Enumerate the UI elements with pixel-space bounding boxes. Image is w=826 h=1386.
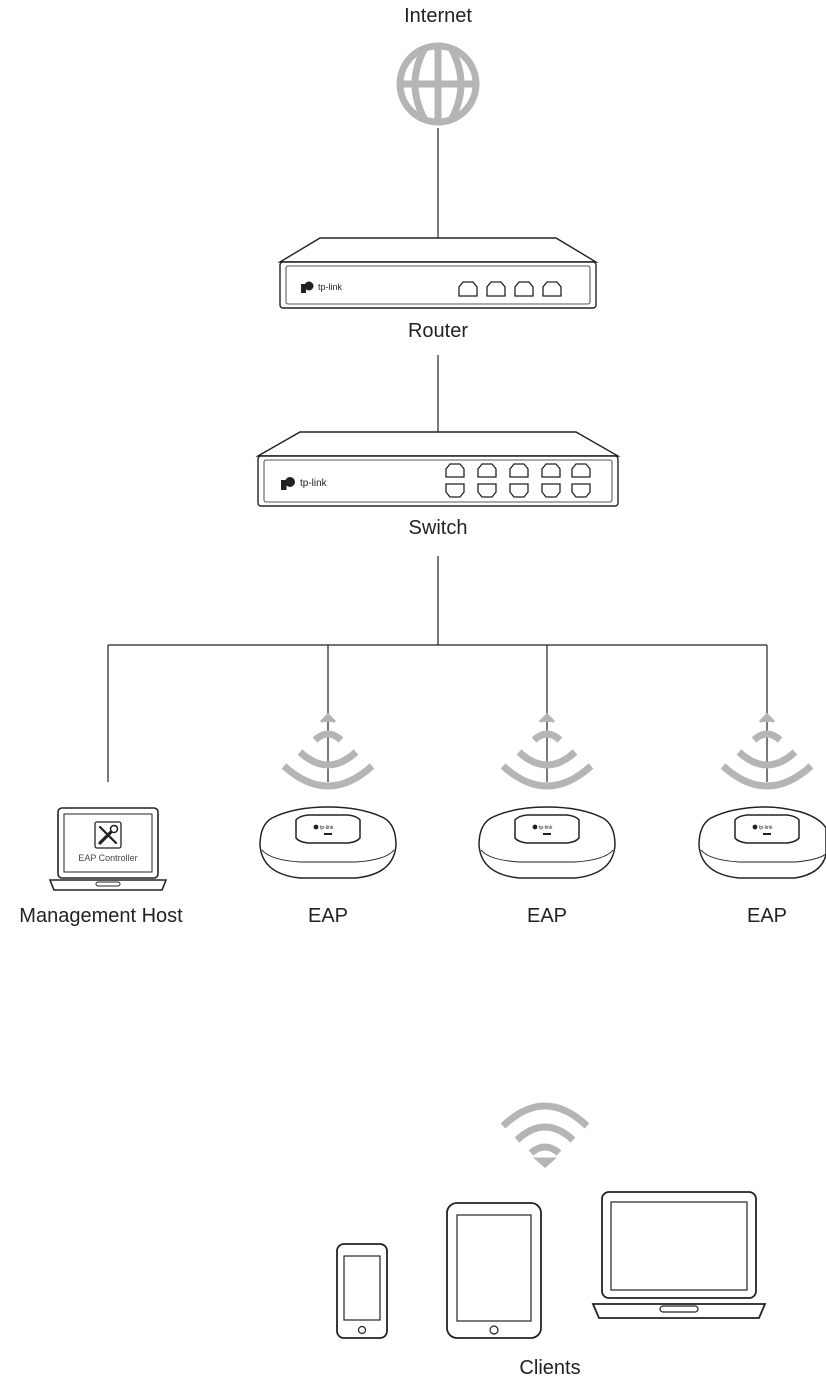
wifi-icon [500,1102,590,1168]
router-ports [458,281,562,297]
eap-device-2 [478,806,616,879]
eap-logo-2: tp-link [532,824,553,831]
internet-label: Internet [404,5,472,27]
eap-brand-text-3: tp-link [759,825,773,831]
eap-logo-1: tp-link [313,824,334,831]
globe-icon [396,42,480,126]
switch-icon [255,431,621,507]
eap-label-1: EAP [307,905,349,927]
eap-label-2: EAP [526,905,568,927]
switch-label: Switch [408,517,468,539]
phone-icon [336,1243,388,1339]
eap-device-3 [698,806,826,879]
eap-brand-text-2: tp-link [539,825,553,831]
signal-waves-icon-2 [500,712,594,790]
tablet-icon [446,1202,542,1339]
router-logo: tp-link [301,281,343,293]
clients-label: Clients [519,1357,581,1379]
switch-ports [445,463,591,498]
router-icon [277,237,599,309]
tools-icon [94,821,122,849]
router-label: Router [407,320,469,342]
signal-waves-icon-1 [281,712,375,790]
eap-label-3: EAP [746,905,788,927]
switch-brand-text: tp-link [300,478,328,489]
eap-logo-3: tp-link [752,824,773,831]
signal-waves-icon-3 [720,712,814,790]
management-host-label: Management Host [19,905,183,927]
laptop-icon [48,807,168,891]
eap-controller-screen-text: EAP Controller [78,853,137,863]
client-laptop-icon [591,1191,767,1319]
router-brand-text: tp-link [318,282,343,292]
eap-brand-text-1: tp-link [320,825,334,831]
eap-device-1 [259,806,397,879]
switch-logo: tp-link [281,477,328,490]
